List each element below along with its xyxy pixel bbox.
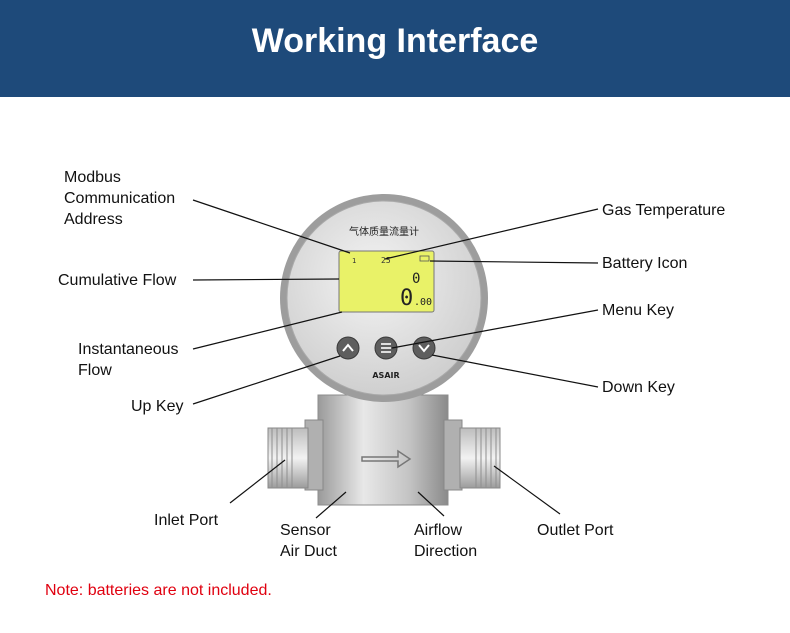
menu-key-label: Menu Key bbox=[602, 302, 675, 319]
cumulative-flow-label: Cumulative Flow bbox=[58, 272, 177, 289]
gas-temperature-value: 25 bbox=[381, 256, 391, 265]
up-key-label: Up Key bbox=[131, 398, 184, 415]
menu-icon bbox=[381, 343, 391, 353]
face-title: 气体质量流量计 bbox=[349, 225, 419, 238]
battery-note: Note: batteries are not included. bbox=[45, 582, 272, 599]
title-banner: Working Interface bbox=[0, 0, 790, 97]
page-title: Working Interface bbox=[251, 22, 539, 60]
outlet-port-label: Outlet Port bbox=[537, 522, 614, 539]
inlet-port bbox=[267, 427, 309, 489]
modbus-address-value: 1 bbox=[352, 257, 356, 265]
down-key[interactable] bbox=[412, 336, 436, 360]
up-key[interactable] bbox=[336, 336, 360, 360]
instantaneous-flow-value: 0 bbox=[400, 286, 413, 311]
outlet-port bbox=[459, 427, 501, 489]
modbus-address-label: Modbus Communication Address bbox=[64, 169, 176, 228]
flow-body bbox=[304, 394, 463, 506]
instantaneous-flow-label: Instantaneous Flow bbox=[78, 341, 179, 379]
menu-key[interactable] bbox=[374, 336, 398, 360]
down-key-label: Down Key bbox=[602, 379, 675, 396]
battery-icon-label: Battery Icon bbox=[602, 255, 688, 272]
callout-lines bbox=[192, 199, 599, 519]
airflow-direction-label: Airflow Direction bbox=[414, 522, 478, 560]
battery-icon bbox=[419, 255, 430, 262]
meter-head: 气体质量流量计 1 25 0 0 .00 ASAIR bbox=[280, 194, 488, 402]
chevron-up-icon bbox=[342, 343, 354, 352]
airflow-arrow-icon bbox=[361, 449, 412, 469]
sensor-air-duct-label: Sensor Air Duct bbox=[280, 522, 337, 560]
cumulative-flow-value: 0 bbox=[412, 271, 420, 287]
lcd-display: 1 25 0 0 .00 bbox=[338, 250, 435, 313]
brand-logo: ASAIR bbox=[372, 371, 399, 380]
chevron-down-icon bbox=[418, 344, 430, 353]
instantaneous-flow-decimals: .00 bbox=[414, 297, 432, 308]
inlet-port-label: Inlet Port bbox=[154, 512, 219, 529]
gas-temperature-label: Gas Temperature bbox=[602, 202, 726, 219]
